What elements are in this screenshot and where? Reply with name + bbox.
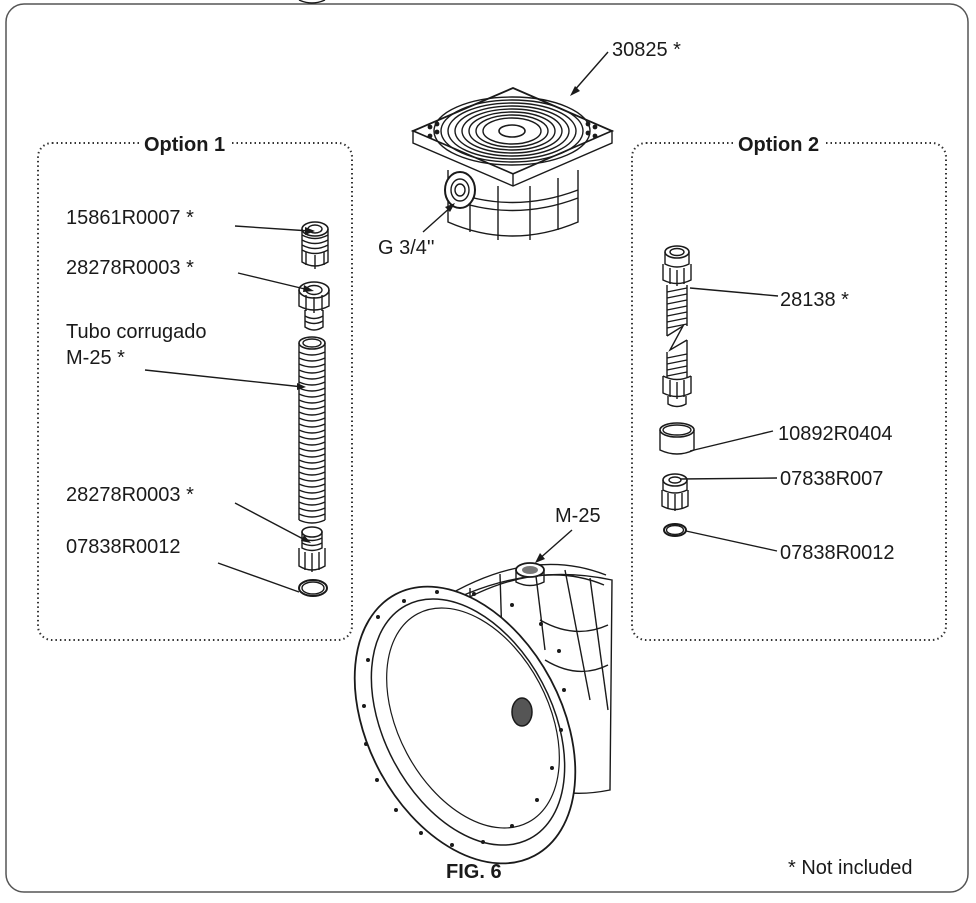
- option1-title: Option 1: [140, 133, 230, 157]
- figure-caption: FIG. 6: [446, 861, 502, 883]
- option2-title: Option 2: [734, 133, 824, 157]
- leader-30825: [572, 51, 609, 93]
- niche-housing: [353, 562, 613, 865]
- drain-box-part: [410, 87, 615, 240]
- label-tube-line2: M-25 *: [66, 347, 125, 369]
- label-28278R0003-bottom: 28278R0003 *: [66, 484, 194, 506]
- label-tube-line1: Tubo corrugado: [66, 321, 207, 343]
- label-07838R0012-opt2: 07838R0012: [780, 542, 895, 564]
- leader-g34: [422, 205, 453, 233]
- label-10892R0404: 10892R0404: [778, 423, 893, 445]
- option1-box: [37, 142, 353, 641]
- footnote-not-included: * Not included: [788, 857, 913, 879]
- label-thread-size: G 3/4'': [378, 237, 435, 259]
- label-m25-port: M-25: [555, 505, 601, 527]
- label-28138: 28138 *: [780, 289, 849, 311]
- option1-parts: [298, 0, 330, 597]
- option2-parts: [659, 245, 695, 537]
- option2-box: [631, 142, 947, 641]
- label-07838R007: 07838R007: [780, 468, 884, 490]
- outer-frame: [5, 3, 969, 893]
- label-drain-box-code: 30825 *: [612, 39, 681, 61]
- label-15861R0007: 15861R0007 *: [66, 207, 194, 229]
- label-28278R0003-top: 28278R0003 *: [66, 257, 194, 279]
- label-07838R0012-opt1: 07838R0012: [66, 536, 181, 558]
